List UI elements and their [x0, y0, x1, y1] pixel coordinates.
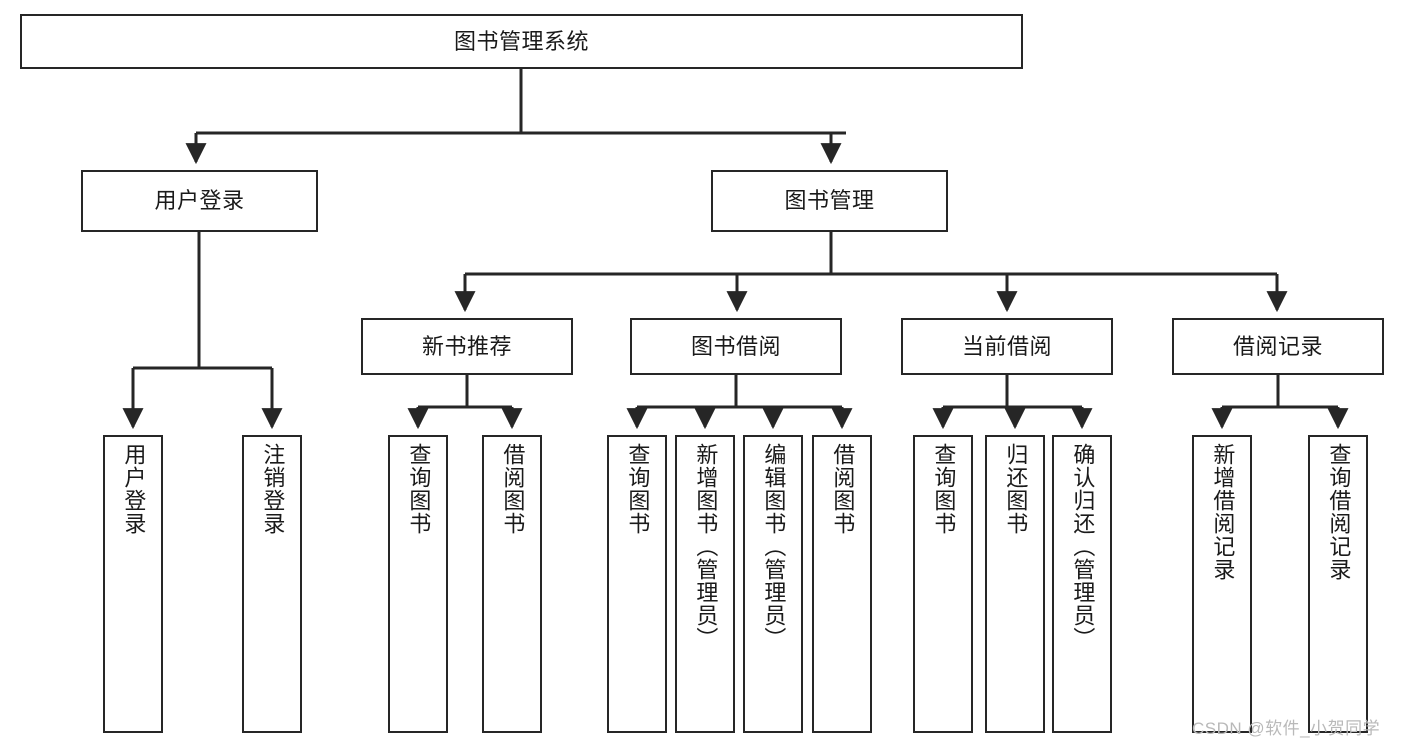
node-leaf-add-book[interactable]: 新增图书（管理员）: [675, 435, 735, 733]
node-leaf-query-book-current-label: 查询图书: [931, 443, 957, 535]
book-borrow-to-leaves-connectors: [626, 375, 853, 430]
new-book-recommend-to-leaves-connectors: [407, 375, 523, 430]
node-leaf-edit-book-label: 编辑图书（管理员）: [761, 443, 787, 650]
node-borrow-record[interactable]: 借阅记录: [1172, 318, 1384, 375]
node-leaf-confirm-return[interactable]: 确认归还（管理员）: [1052, 435, 1112, 733]
current-borrow-to-leaves-connectors: [932, 375, 1093, 430]
node-user-login[interactable]: 用户登录: [81, 170, 318, 232]
root-to-level2-connectors: [185, 69, 846, 165]
book-management-to-level3-connectors: [454, 232, 1288, 313]
node-leaf-edit-book[interactable]: 编辑图书（管理员）: [743, 435, 803, 733]
node-book-borrow-label: 图书借阅: [690, 333, 781, 359]
node-root[interactable]: 图书管理系统: [20, 14, 1023, 69]
node-book-management[interactable]: 图书管理: [711, 170, 948, 232]
node-leaf-confirm-return-label: 确认归还（管理员）: [1070, 443, 1096, 650]
node-leaf-add-book-label: 新增图书（管理员）: [693, 443, 719, 650]
node-leaf-user-logout[interactable]: 注销登录: [242, 435, 302, 733]
node-leaf-borrow-book[interactable]: 借阅图书: [812, 435, 872, 733]
node-leaf-query-record-label: 查询借阅记录: [1326, 443, 1352, 581]
node-leaf-return-book[interactable]: 归还图书: [985, 435, 1045, 733]
node-book-management-label: 图书管理: [784, 188, 875, 214]
node-new-book-recommend-label: 新书推荐: [421, 333, 512, 359]
node-user-login-label: 用户登录: [154, 188, 245, 214]
node-current-borrow[interactable]: 当前借阅: [901, 318, 1113, 375]
user-login-to-leaves-connectors: [122, 232, 283, 430]
node-leaf-borrow-book-rec[interactable]: 借阅图书: [482, 435, 542, 733]
node-borrow-record-label: 借阅记录: [1232, 333, 1323, 359]
node-leaf-user-logout-label: 注销登录: [260, 443, 286, 535]
node-book-borrow[interactable]: 图书借阅: [630, 318, 842, 375]
node-leaf-add-record[interactable]: 新增借阅记录: [1192, 435, 1252, 733]
node-new-book-recommend[interactable]: 新书推荐: [361, 318, 573, 375]
node-leaf-query-book-borrow-label: 查询图书: [625, 443, 651, 535]
watermark: CSDN @软件_小贺同学: [1192, 719, 1381, 738]
node-current-borrow-label: 当前借阅: [961, 333, 1052, 359]
node-leaf-query-record[interactable]: 查询借阅记录: [1308, 435, 1368, 733]
node-leaf-query-book-rec[interactable]: 查询图书: [388, 435, 448, 733]
node-leaf-borrow-book-label: 借阅图书: [830, 443, 856, 535]
node-leaf-return-book-label: 归还图书: [1003, 443, 1029, 535]
node-leaf-add-record-label: 新增借阅记录: [1210, 443, 1236, 581]
node-leaf-query-book-current[interactable]: 查询图书: [913, 435, 973, 733]
node-leaf-query-book-borrow[interactable]: 查询图书: [607, 435, 667, 733]
node-leaf-borrow-book-rec-label: 借阅图书: [500, 443, 526, 535]
node-leaf-query-book-rec-label: 查询图书: [406, 443, 432, 535]
node-leaf-user-login[interactable]: 用户登录: [103, 435, 163, 733]
node-root-label: 图书管理系统: [453, 28, 589, 54]
node-leaf-user-login-label: 用户登录: [121, 443, 147, 535]
borrow-record-to-leaves-connectors: [1211, 375, 1349, 430]
